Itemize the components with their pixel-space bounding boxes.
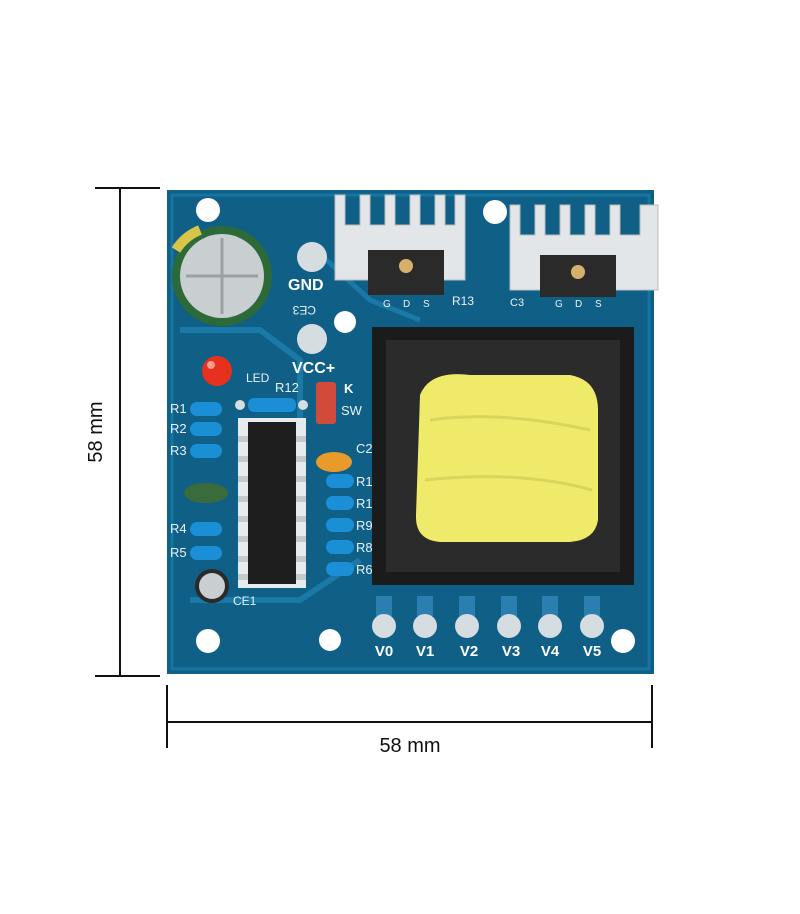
output-pad: V5 bbox=[580, 596, 604, 660]
transformer bbox=[372, 327, 634, 585]
r8-label: R8 bbox=[356, 540, 373, 555]
c3-label: C3 bbox=[510, 297, 524, 309]
height-dimension: 58 mm bbox=[85, 187, 160, 677]
resistor-r12: R12 bbox=[235, 380, 308, 412]
k-label: K bbox=[344, 381, 354, 396]
left-resistors: R1 R2 R3 R4 R5 bbox=[170, 401, 228, 560]
r5-label: R5 bbox=[170, 545, 187, 560]
gnd-label: GND bbox=[288, 277, 324, 294]
resistor-row: R2 bbox=[170, 421, 222, 436]
resistor-row: R4 bbox=[170, 521, 222, 536]
power-pads: GND CE3 VCC+ bbox=[288, 242, 335, 377]
capacitor-ce1: CE1 bbox=[195, 569, 257, 608]
output-terminals: V0 V1 V2 V3 V4 V5 bbox=[372, 596, 604, 660]
output-pad: V1 bbox=[413, 596, 437, 660]
sw-label: SW bbox=[341, 403, 363, 418]
drain-label: D bbox=[403, 299, 410, 310]
width-dimension: 58 mm bbox=[166, 685, 653, 757]
width-label: 58 mm bbox=[379, 735, 440, 757]
resistor-row: R5 bbox=[170, 545, 222, 560]
ce3-label: CE3 bbox=[292, 303, 316, 317]
gate-label: G bbox=[383, 299, 391, 310]
v0-label: V0 bbox=[375, 643, 393, 660]
r11-label: R1 bbox=[356, 496, 373, 511]
jumper-switch: K SW bbox=[316, 381, 363, 424]
r3-label: R3 bbox=[170, 443, 187, 458]
v5-label: V5 bbox=[583, 643, 601, 660]
v4-label: V4 bbox=[541, 643, 560, 660]
output-pad: V4 bbox=[538, 596, 562, 660]
output-pad: V2 bbox=[455, 596, 479, 660]
r12-label: R12 bbox=[275, 380, 299, 395]
height-label: 58 mm bbox=[85, 401, 107, 462]
v3-label: V3 bbox=[502, 643, 520, 660]
source-label: S bbox=[423, 299, 430, 310]
r4-label: R4 bbox=[170, 521, 187, 536]
output-pad: V0 bbox=[372, 596, 396, 660]
c2-label: C2 bbox=[356, 441, 373, 456]
ic-chip bbox=[238, 418, 306, 588]
r13-label: R13 bbox=[452, 294, 474, 308]
resistor-row: R1 bbox=[170, 401, 222, 416]
drain-label: D bbox=[575, 299, 582, 310]
v1-label: V1 bbox=[416, 643, 434, 660]
vcc-label: VCC+ bbox=[292, 360, 335, 377]
mosfet-left: G D S R13 bbox=[334, 194, 474, 310]
r6-label: R6 bbox=[356, 562, 373, 577]
capacitor-ce3 bbox=[171, 225, 272, 326]
v2-label: V2 bbox=[460, 643, 478, 660]
led: LED bbox=[202, 356, 270, 386]
r9-label: R9 bbox=[356, 518, 373, 533]
r2-label: R2 bbox=[170, 421, 187, 436]
source-label: S bbox=[595, 299, 602, 310]
ce1-label: CE1 bbox=[233, 594, 257, 608]
capacitor-c2: C2 bbox=[316, 441, 373, 472]
output-pad: V3 bbox=[497, 596, 521, 660]
r1-label: R1 bbox=[170, 401, 187, 416]
gate-label: G bbox=[555, 299, 563, 310]
right-resistors: R1 R1 R9 R8 R6 bbox=[326, 474, 373, 577]
resistor-row: R3 bbox=[170, 443, 222, 458]
r10-label: R1 bbox=[356, 474, 373, 489]
led-label: LED bbox=[246, 371, 270, 385]
mosfet-right: C3 G D S bbox=[509, 204, 659, 310]
